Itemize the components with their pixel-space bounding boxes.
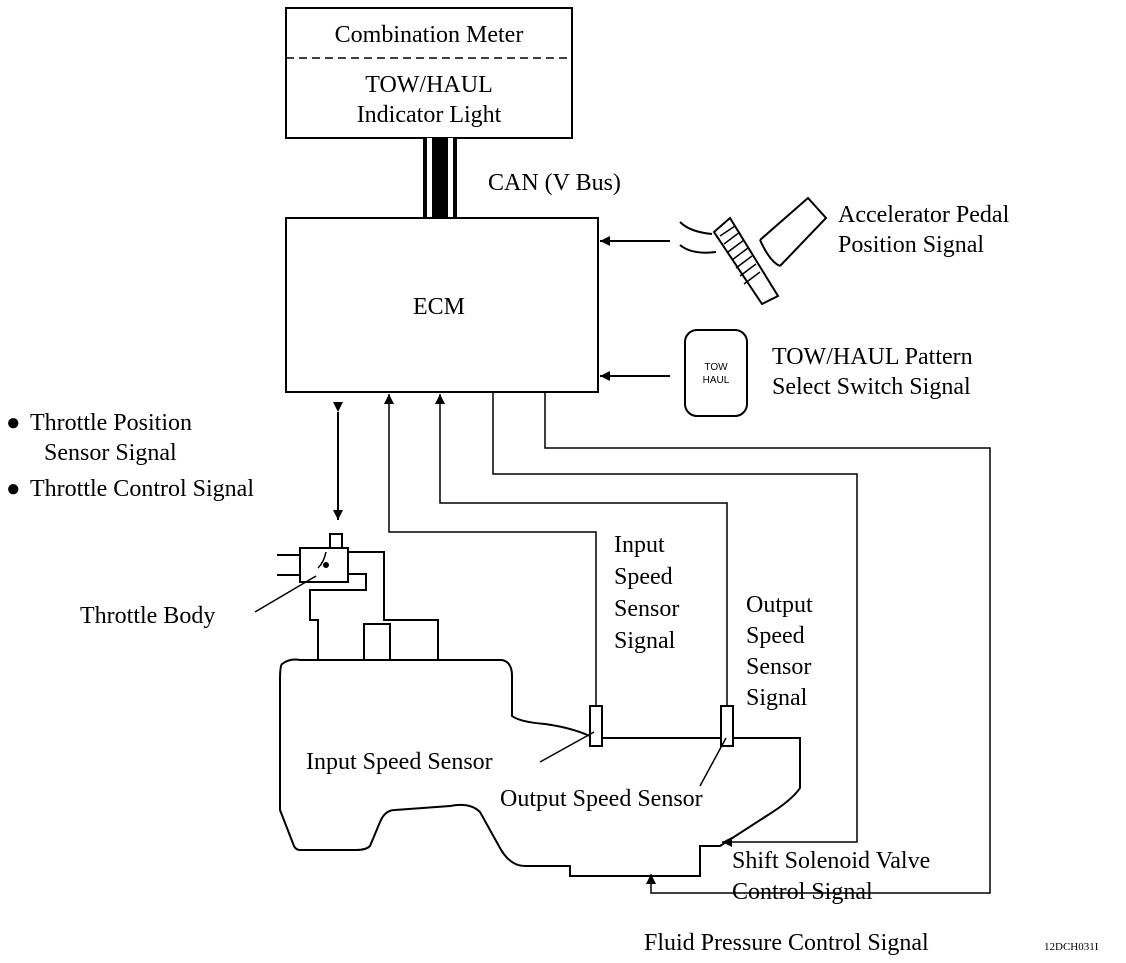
figure-code: 12DCH031I (1044, 941, 1099, 953)
input-speed-sensor-label: Input Speed Sensor (306, 749, 493, 775)
output-sensor-leader (699, 737, 727, 787)
output-signal-label-line1: Output (746, 592, 813, 618)
throttle-position-label-line2: Sensor Signal (44, 440, 177, 466)
fluid-pressure-label: Fluid Pressure Control Signal (644, 930, 929, 956)
input-sensor-leader (539, 731, 595, 763)
input-signal-label-line2: Speed (614, 564, 673, 590)
accelerator-label-line2: Position Signal (838, 232, 984, 258)
indicator-light-label-line1: TOW/HAUL (365, 72, 493, 98)
ecm-label: ECM (413, 294, 465, 320)
switch-face-tow: TOW (704, 362, 728, 373)
fluid-pressure-wire (544, 392, 991, 894)
input-speed-signal-wire (384, 394, 597, 706)
accelerator-label-line1: Accelerator Pedal (838, 202, 1010, 228)
throttle-control-label: Throttle Control Signal (30, 476, 254, 502)
shift-solenoid-label-line2: Control Signal (732, 879, 873, 905)
throttle-body-leader (254, 575, 317, 613)
output-signal-label-line2: Speed (746, 623, 805, 649)
ecm-box (285, 217, 599, 393)
output-speed-sensor-label: Output Speed Sensor (500, 786, 703, 812)
input-speed-sensor-icon (589, 705, 603, 747)
shift-solenoid-label-line1: Shift Solenoid Valve (732, 848, 930, 874)
switch-label-line2: Select Switch Signal (772, 374, 971, 400)
input-signal-label-line4: Signal (614, 628, 676, 654)
output-speed-signal-wire (435, 394, 728, 706)
tow-haul-switch-icon (684, 329, 748, 417)
throttle-body-label: Throttle Body (80, 603, 215, 629)
input-signal-label-line1: Input (614, 532, 665, 558)
can-bus-lines (423, 138, 457, 218)
throttle-body-icon (277, 533, 439, 660)
can-bus-label: CAN (V Bus) (488, 170, 621, 196)
throttle-position-label-line1: Throttle Position (30, 410, 192, 436)
output-signal-label-line3: Sensor (746, 654, 811, 680)
transmission-housing (279, 658, 801, 877)
throttle-bullet-2: ● (6, 476, 21, 502)
output-speed-sensor-icon (720, 705, 734, 747)
combination-meter-title: Combination Meter (335, 22, 524, 48)
input-signal-label-line3: Sensor (614, 596, 679, 622)
shift-solenoid-wire (492, 392, 858, 847)
indicator-light-label-line2: Indicator Light (357, 102, 502, 128)
output-signal-label-line4: Signal (746, 685, 808, 711)
switch-label-line1: TOW/HAUL Pattern (772, 344, 973, 370)
switch-face-haul: HAUL (703, 375, 730, 386)
accelerator-pedal-icon (679, 196, 828, 306)
throttle-bullet-1: ● (6, 410, 21, 436)
